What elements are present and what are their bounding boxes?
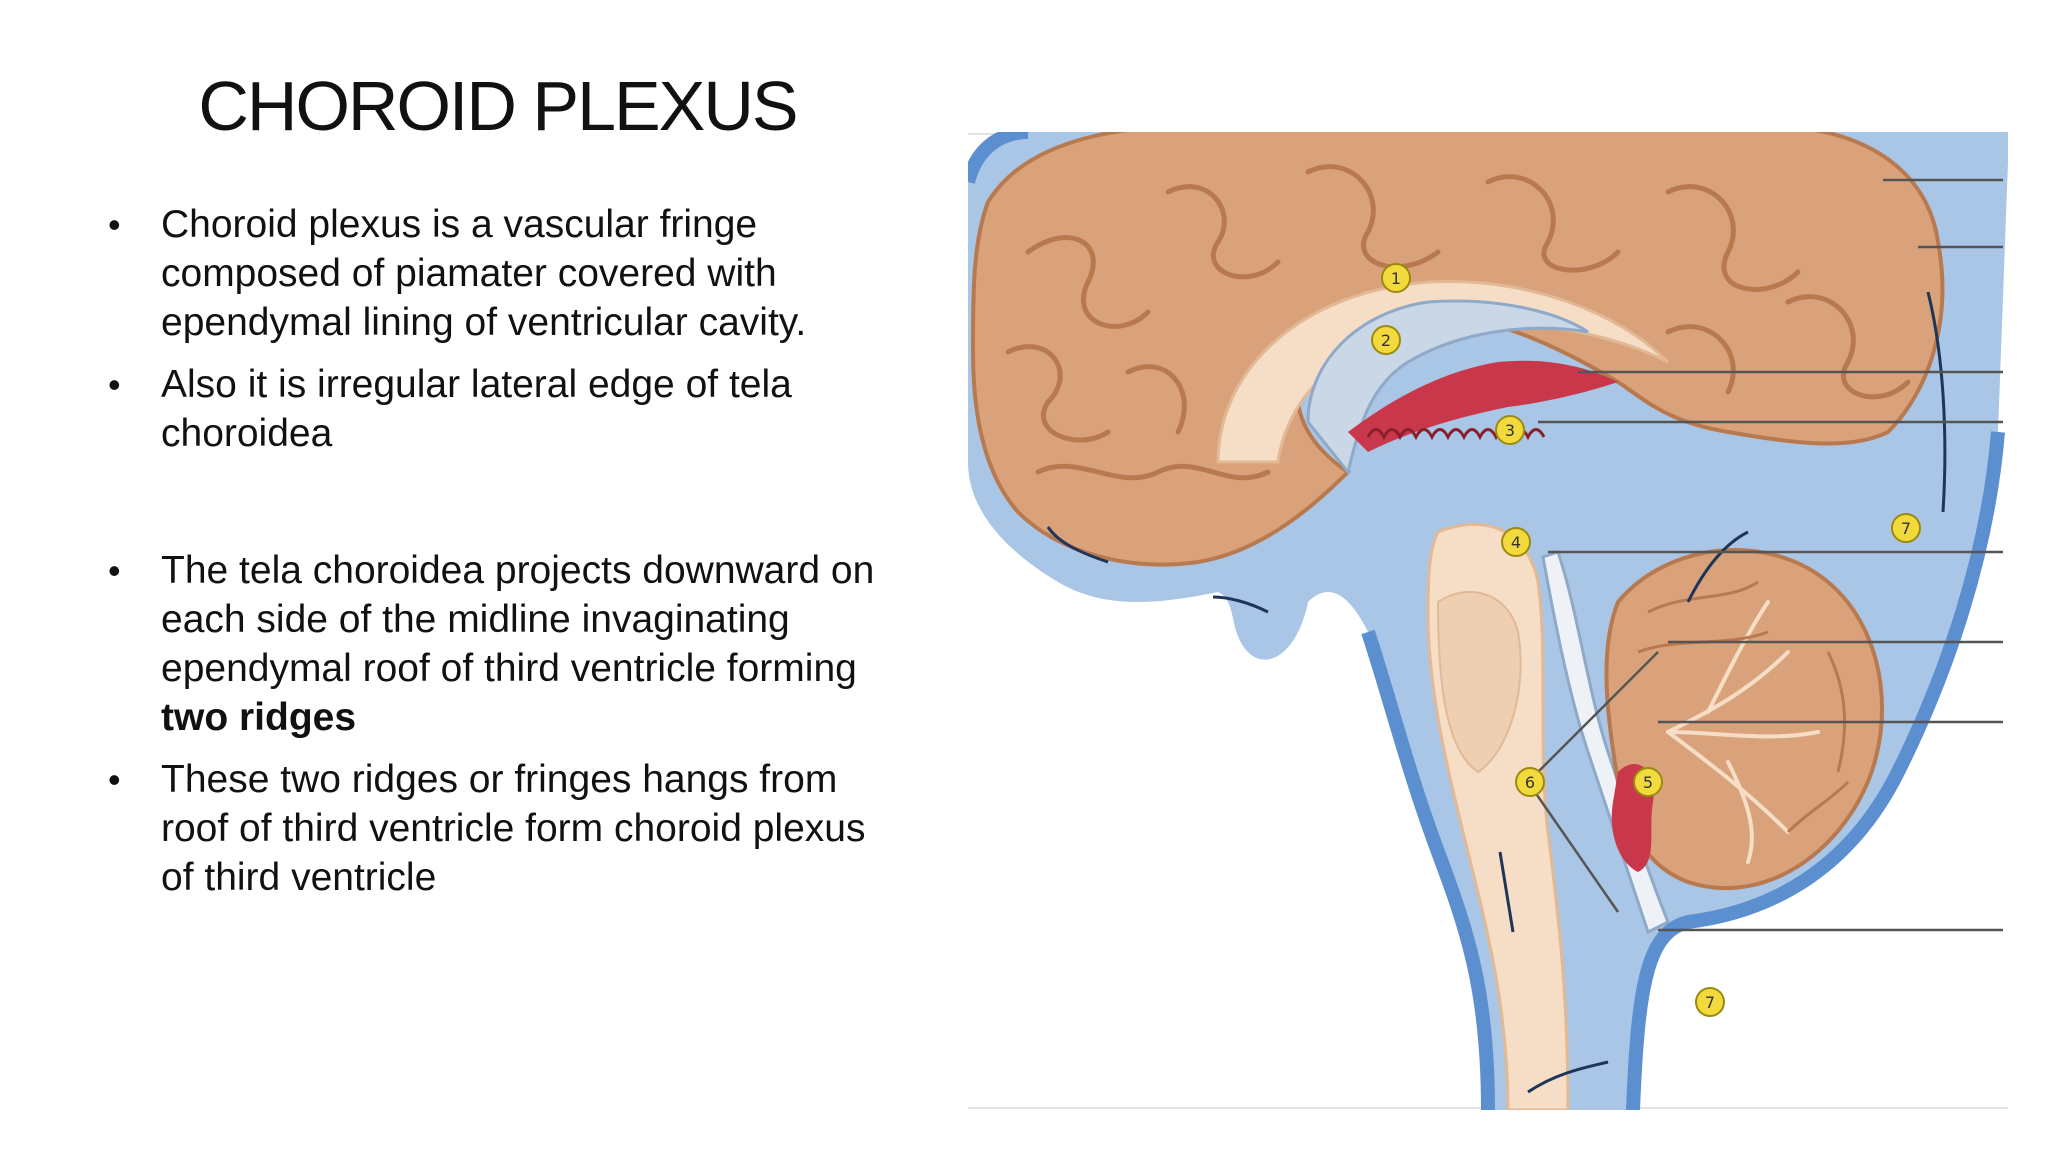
pons: [1436, 591, 1522, 774]
bullet-item: • These two ridges or fringes hangs from…: [108, 755, 908, 902]
bullet-dot-icon: •: [108, 204, 121, 245]
marker-2-label: 2: [1381, 331, 1391, 350]
marker-5-label: 5: [1643, 773, 1653, 792]
marker-2: 2: [1371, 325, 1401, 355]
bullet-text: These two ridges or fringes hangs from r…: [161, 758, 866, 899]
marker-7-lower-label: 7: [1705, 993, 1715, 1012]
bullet-bold-text: two ridges: [161, 696, 357, 739]
marker-1-label: 1: [1391, 269, 1401, 288]
brain-sagittal-illustration: 1 2 3 4 5 6 7: [968, 132, 2008, 1110]
marker-7-lower: 7: [1695, 987, 1725, 1017]
bullet-dot-icon: •: [108, 759, 121, 800]
bullet-item: • Choroid plexus is a vascular fringe co…: [108, 200, 908, 347]
bullet-text: Also it is irregular lateral edge of tel…: [161, 363, 792, 455]
marker-6: 6: [1515, 767, 1545, 797]
marker-7-upper-label: 7: [1901, 519, 1911, 538]
bullet-text: Choroid plexus is a vascular fringe comp…: [161, 203, 807, 344]
meninges-outline: [968, 132, 2005, 1110]
bullet-dot-icon: •: [108, 364, 121, 405]
fourth-ventricle: [1541, 550, 1670, 935]
cerebellum: [1604, 548, 1884, 891]
brain-diagram-svg: 1 2 3 4 5 6 7: [968, 132, 2008, 1110]
csf-flow-arrows: [1046, 291, 1947, 1094]
choroid-plexus-third-ventricle: [1348, 360, 1618, 452]
marker-7-upper: 7: [1891, 513, 1921, 543]
marker-1: 1: [1381, 263, 1411, 293]
slide-title: CHOROID PLEXUS: [198, 67, 798, 145]
bullet-text: The tela choroidea projects downward on …: [161, 549, 875, 690]
arbor-vitae: [1666, 600, 1820, 864]
marker-5: 5: [1633, 767, 1663, 797]
marker-4: 4: [1501, 527, 1531, 557]
marker-6-label: 6: [1525, 773, 1535, 792]
label-leader-lines: [1526, 178, 2003, 932]
marker-4-label: 4: [1511, 533, 1521, 552]
bullet-list: • Choroid plexus is a vascular fringe co…: [108, 200, 908, 915]
bullet-dot-icon: •: [108, 550, 121, 591]
bullet-item: • Also it is irregular lateral edge of t…: [108, 360, 908, 458]
gyri-lines: [1005, 164, 1911, 481]
marker-3: 3: [1495, 415, 1525, 445]
bullet-item: • The tela choroidea projects downward o…: [108, 546, 908, 742]
marker-3-label: 3: [1505, 421, 1515, 440]
